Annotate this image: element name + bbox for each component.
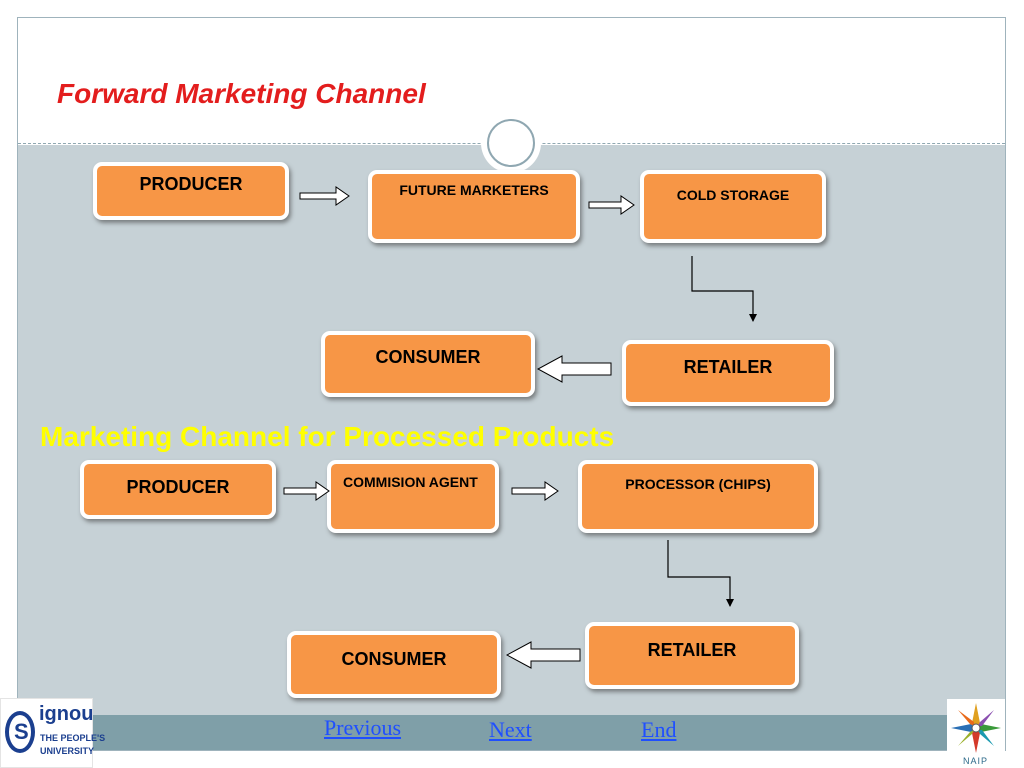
node-cold-storage: COLD STORAGE bbox=[640, 170, 826, 243]
node-label: CONSUMER bbox=[375, 347, 481, 367]
node-label: RETAILER bbox=[683, 357, 773, 377]
node-label: COMMISION AGENT bbox=[343, 474, 478, 490]
ignou-emblem-icon: S bbox=[5, 711, 35, 753]
elbow-processor-to-retailer bbox=[667, 540, 734, 607]
node-future-marketers: FUTURE MARKETERS bbox=[368, 170, 580, 243]
node-producer-1: PRODUCER bbox=[93, 162, 289, 220]
bottom-bar bbox=[18, 715, 1005, 750]
slide-title: Forward Marketing Channel bbox=[57, 78, 426, 109]
node-label: FUTURE MARKETERS bbox=[399, 182, 549, 198]
arrow-retailer-to-consumer-2 bbox=[505, 641, 581, 669]
node-retailer-2: RETAILER bbox=[585, 622, 799, 689]
naip-star-icon bbox=[951, 703, 1001, 753]
ignou-tagline-2: UNIVERSITY bbox=[40, 746, 95, 756]
ignou-brand-text: ignou bbox=[39, 703, 94, 725]
ignou-logo: S ignou THE PEOPLE'S UNIVERSITY bbox=[0, 698, 105, 768]
end-link[interactable]: End bbox=[641, 717, 677, 742]
node-label: PROCESSOR (CHIPS) bbox=[625, 476, 771, 492]
node-label: PRODUCER bbox=[126, 477, 230, 497]
naip-text: NAIP bbox=[963, 756, 989, 766]
node-commission-agent: COMMISION AGENT bbox=[327, 460, 499, 533]
ignou-tagline-1: THE PEOPLE'S bbox=[40, 733, 106, 743]
arrow-producer-to-future bbox=[299, 186, 350, 206]
node-processor-chips: PROCESSOR (CHIPS) bbox=[578, 460, 818, 533]
elbow-cold-to-retailer bbox=[691, 256, 757, 322]
arrow-agent-to-processor bbox=[511, 481, 559, 501]
node-label: CONSUMER bbox=[341, 649, 447, 669]
arrow-retailer-to-consumer-1 bbox=[536, 355, 612, 383]
slide-frame bbox=[17, 17, 1006, 751]
node-label: PRODUCER bbox=[139, 174, 243, 194]
next-link[interactable]: Next bbox=[489, 717, 532, 742]
node-consumer-1: CONSUMER bbox=[321, 331, 535, 397]
arrow-producer-to-agent bbox=[283, 481, 330, 501]
section-subtitle: Marketing Channel for Processed Products bbox=[40, 421, 615, 452]
previous-link[interactable]: Previous bbox=[324, 715, 401, 740]
node-label: RETAILER bbox=[647, 640, 737, 660]
naip-logo: NAIP bbox=[947, 699, 1005, 768]
node-producer-2: PRODUCER bbox=[80, 460, 276, 519]
node-label: COLD STORAGE bbox=[676, 187, 790, 203]
node-consumer-2: CONSUMER bbox=[287, 631, 501, 698]
arrow-future-to-cold bbox=[588, 195, 635, 215]
decorative-circle-icon bbox=[487, 119, 535, 167]
node-retailer-1: RETAILER bbox=[622, 340, 834, 406]
